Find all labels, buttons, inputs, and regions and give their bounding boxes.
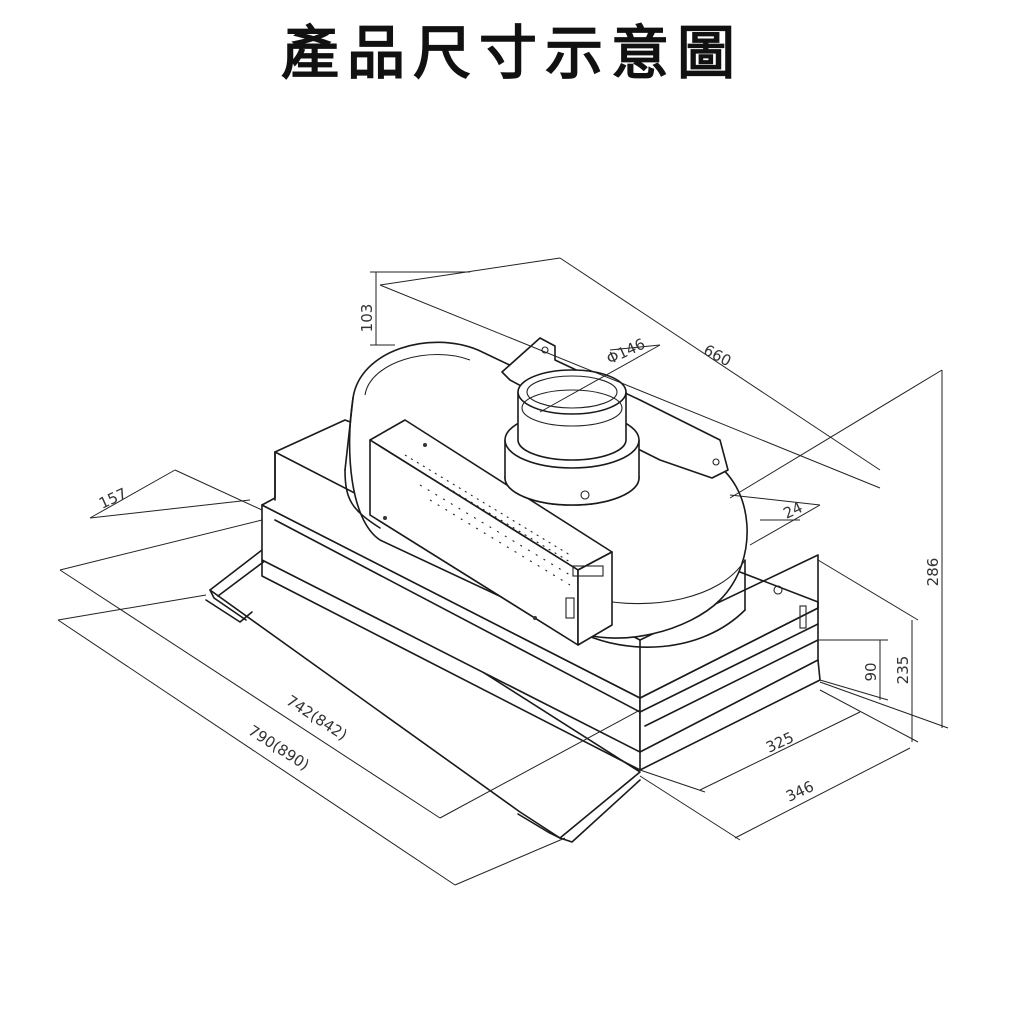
dim-346: 346 [783,777,817,805]
dim-286: 286 [924,558,942,587]
duct-collar [504,369,640,506]
dim-790-890: 790(890) [245,721,313,774]
dim-235: 235 [894,656,912,685]
dim-90: 90 [862,662,880,681]
dim-325: 325 [763,728,797,756]
dim-660: 660 [700,341,734,370]
dim-24: 24 [780,498,805,522]
vent-holes [404,454,571,586]
dim-742-842: 742(842) [283,691,351,744]
dim-103: 103 [358,304,376,333]
control-box [369,419,613,646]
dim-157: 157 [96,484,130,512]
page-title: 產品尺寸示意圖 [280,19,743,87]
dim-phi146: Φ146 [604,335,648,368]
dimension-lines [57,257,949,886]
